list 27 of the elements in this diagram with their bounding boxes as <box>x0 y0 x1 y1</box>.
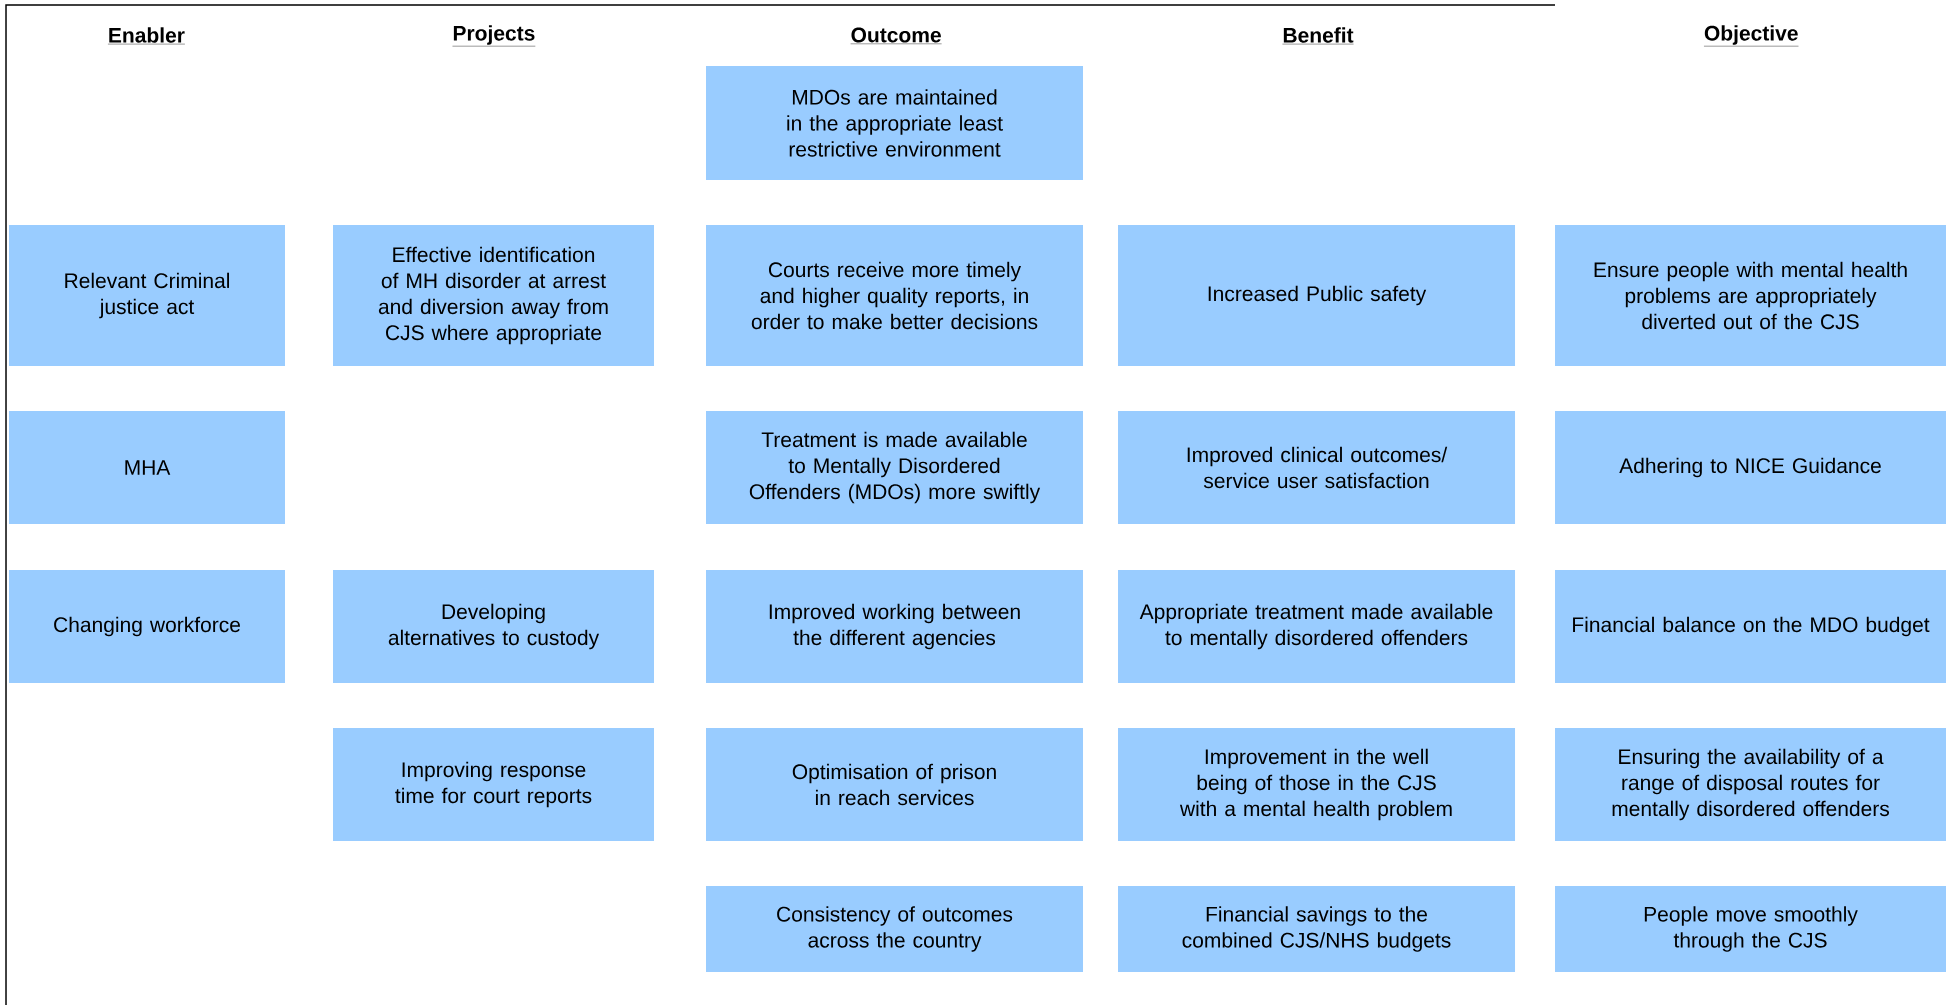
text-box: Improvement in the well being of those in the CJS with a mental health problem <box>1118 728 1515 841</box>
text-box: Improved working between the different agencies <box>706 570 1083 683</box>
text-box: Developing alternatives to custody <box>333 570 654 683</box>
text-box: Effective identification of MH disorder at arrest and diversion away from CJS where appropriate <box>333 225 654 366</box>
text-box: Ensuring the availability of a range of disposal routes for mentally disordered offenders <box>1555 728 1946 841</box>
column-header: Benefit <box>1282 27 1354 45</box>
text-box: MHA <box>9 411 285 524</box>
text-box: Relevant Criminal justice act <box>9 225 285 366</box>
text-box: Changing workforce <box>9 570 285 683</box>
column-header: Objective <box>1703 25 1799 47</box>
text-box: Improved clinical outcomes/ service user satisfaction <box>1118 411 1515 524</box>
text-box: Treatment is made available to Mentally Disordered Offenders (MDOs) more swiftly <box>706 411 1083 524</box>
text-box: Courts receive more timely and higher quality reports, in order to make better decisions <box>706 225 1083 366</box>
text-box: Ensure people with mental health problems are appropriately diverted out of the CJS <box>1555 225 1946 366</box>
text-box: Financial savings to the combined CJS/NHS budgets <box>1118 886 1515 972</box>
text-box: Appropriate treatment made available to mentally disordered offenders <box>1118 570 1515 683</box>
text-box: Optimisation of prison in reach services <box>706 728 1083 841</box>
text-box: MDOs are maintained in the appropriate least restrictive environment <box>706 66 1083 180</box>
text-box: Increased Public safety <box>1118 225 1515 366</box>
column-header: Outcome <box>850 27 942 45</box>
column-header: Projects <box>452 25 536 47</box>
column-header: Enabler <box>107 27 186 45</box>
text-box: Improving response time for court reports <box>333 728 654 841</box>
text-box: Adhering to NICE Guidance <box>1555 411 1946 524</box>
text-box: Financial balance on the MDO budget <box>1555 570 1946 683</box>
text-box: Consistency of outcomes across the country <box>706 886 1083 972</box>
text-box: People move smoothly through the CJS <box>1555 886 1946 972</box>
